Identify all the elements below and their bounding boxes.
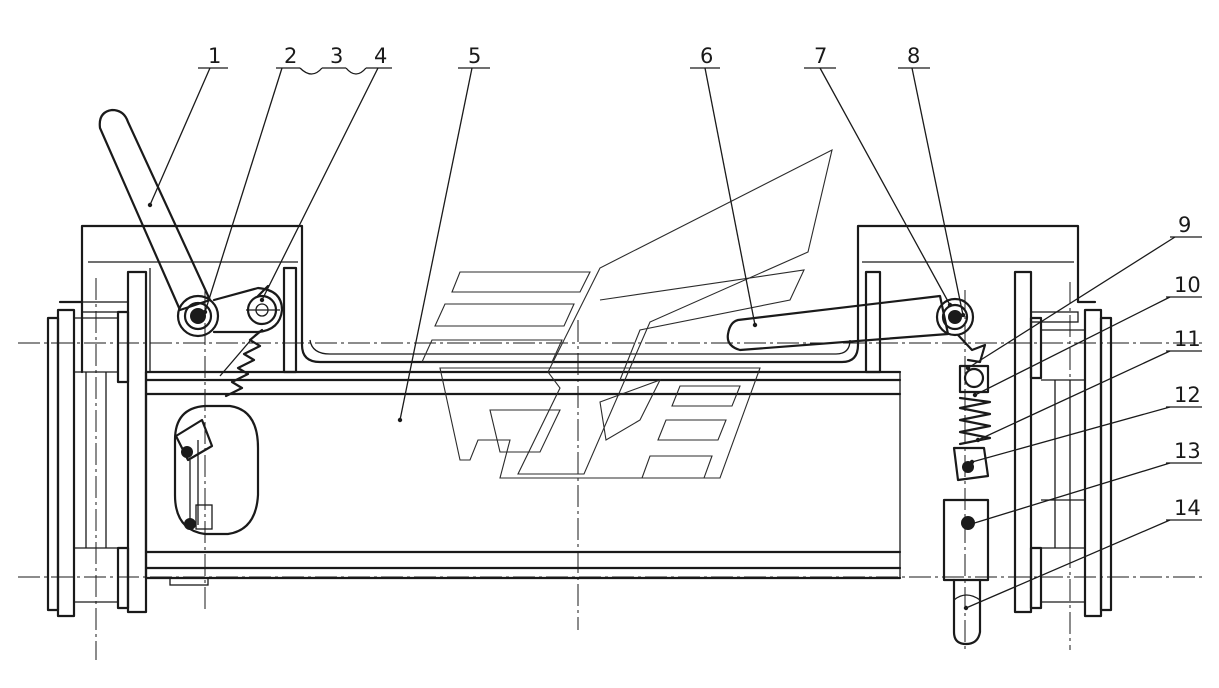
leader-dot (259, 297, 265, 303)
callout-13: 13 (965, 439, 1202, 528)
callout-2: 2 (202, 44, 300, 315)
callout-9: 9 (965, 213, 1202, 371)
leader-dot (397, 417, 403, 423)
leader-line (911, 67, 964, 316)
leader-line (965, 519, 1171, 609)
leader-line (967, 462, 1171, 526)
right-lever-assembly (726, 294, 992, 646)
leader-dot (975, 437, 981, 443)
leader-dot (972, 392, 978, 398)
leader-dot (963, 605, 969, 611)
callout-number: 9 (1178, 213, 1191, 237)
callout-number: 10 (1174, 273, 1201, 297)
callout-number: 3 (330, 44, 343, 68)
leader-line (704, 67, 756, 326)
frame (46, 224, 1113, 618)
callout-number: 13 (1174, 439, 1201, 463)
callout-4: 4 (259, 44, 392, 303)
callout-12: 12 (969, 383, 1202, 465)
leader-line (974, 296, 1171, 396)
leader-dot (965, 522, 971, 528)
callout-number: 12 (1174, 383, 1201, 407)
callout-number: 2 (284, 44, 297, 68)
leader-dot (147, 202, 153, 208)
callout-6: 6 (690, 44, 758, 328)
callout-5: 5 (397, 44, 490, 423)
leader-line (971, 406, 1171, 463)
callout-number: 14 (1174, 496, 1201, 520)
callout-number: 6 (700, 44, 713, 68)
callout-14: 14 (963, 496, 1202, 611)
leader-dot (752, 322, 758, 328)
callout-number: 7 (814, 44, 827, 68)
leader-dot (965, 365, 971, 371)
callout-7: 7 (804, 44, 953, 308)
watermark-logo (421, 148, 833, 479)
leader-line (149, 67, 211, 206)
callout-number: 5 (468, 44, 481, 68)
callout-number: 4 (374, 44, 387, 68)
callout-1: 1 (147, 44, 228, 208)
leader-dot (969, 459, 975, 465)
callout-number: 11 (1174, 327, 1201, 351)
callout-8: 8 (898, 44, 966, 318)
callout-3: 3 (322, 44, 346, 69)
leader-dot (960, 312, 966, 318)
leader-line (261, 67, 379, 301)
leader-line (967, 236, 1176, 369)
group-brace (299, 67, 367, 75)
leader-line (399, 67, 473, 421)
leader-dot (947, 302, 953, 308)
callout-11: 11 (975, 327, 1202, 443)
leader-line (977, 350, 1171, 441)
leader-line (819, 67, 951, 306)
callout-number: 8 (907, 44, 920, 68)
leader-dot (202, 309, 208, 315)
leader-line (204, 67, 283, 313)
callout-10: 10 (972, 273, 1202, 398)
callout-number: 1 (208, 44, 221, 68)
